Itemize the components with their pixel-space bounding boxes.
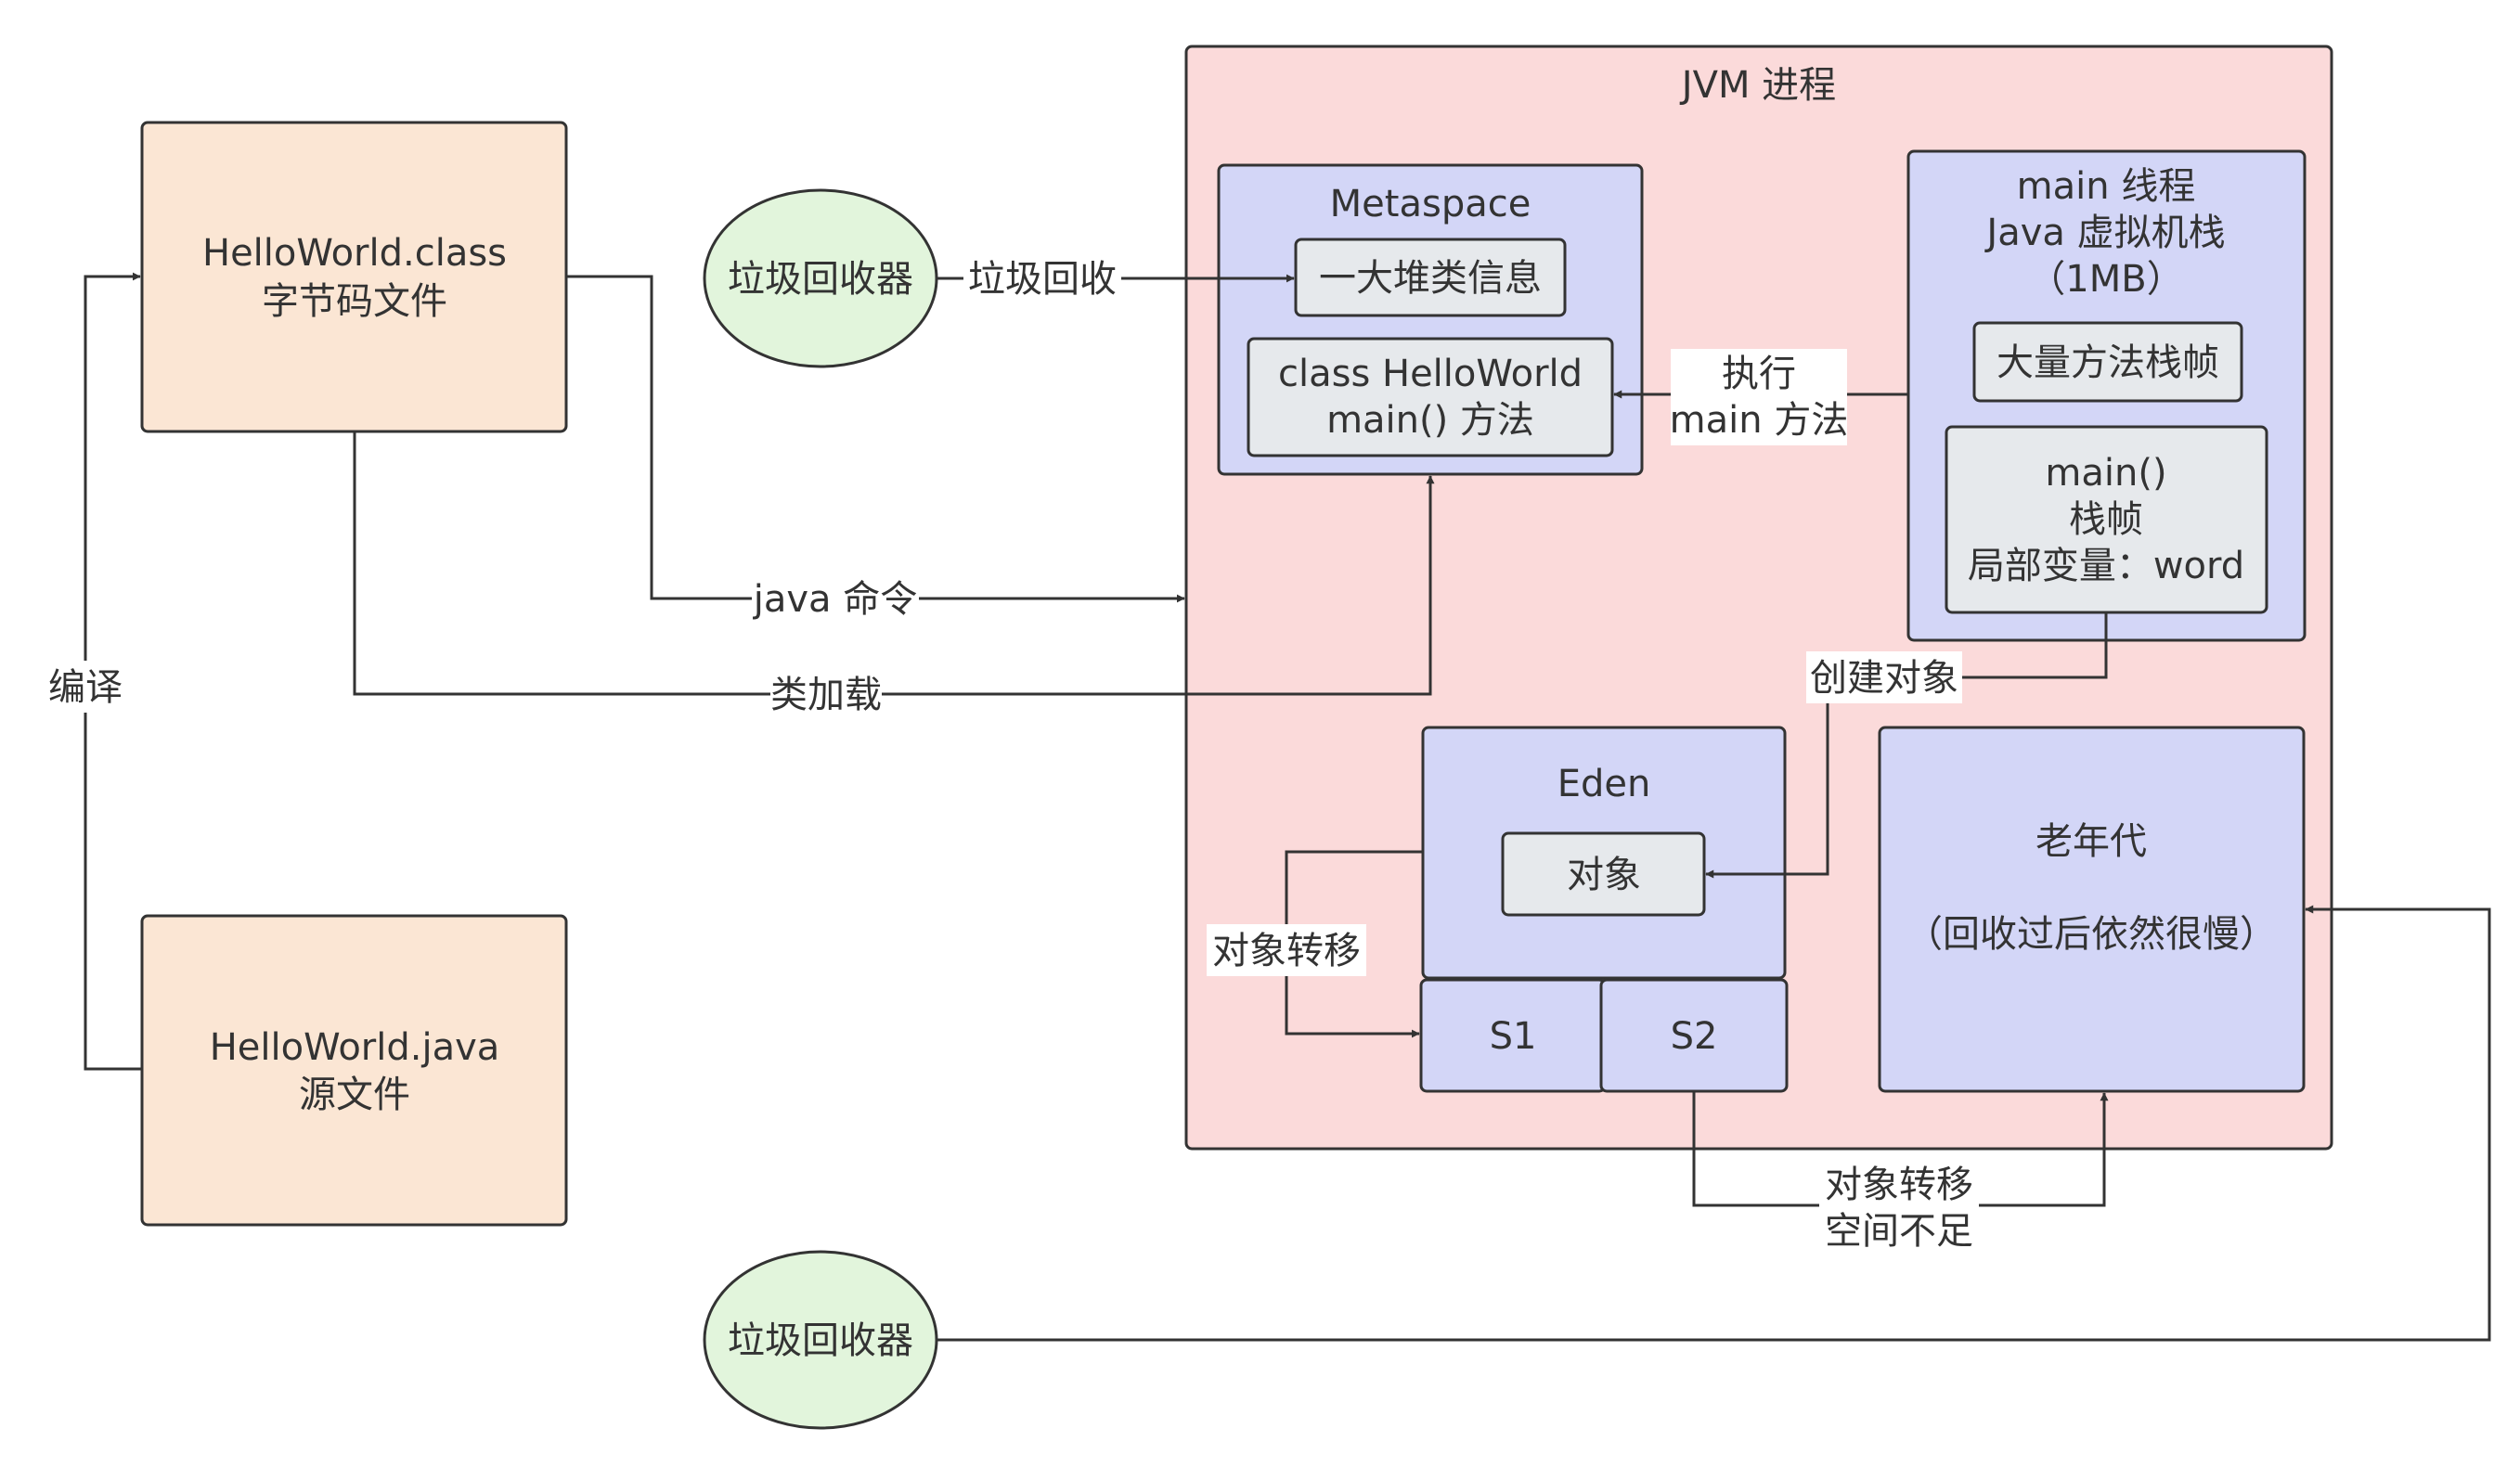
gc-top-node[interactable]: 垃圾回收器 <box>703 188 938 368</box>
s1-node[interactable]: S1 <box>1419 978 1607 1093</box>
class-file-node[interactable]: HelloWorld.class 字节码文件 <box>140 121 568 433</box>
edge-move-old-label-1: 对象转移 <box>1825 1164 1973 1206</box>
main-thread-size: （1MB） <box>2028 258 2183 301</box>
class-file-desc: 字节码文件 <box>262 280 447 323</box>
edge-class-load-label: 类加载 <box>770 674 882 716</box>
edge-class-load <box>353 431 1435 696</box>
main-frame-desc: 栈帧 <box>2069 498 2143 541</box>
edge-execute-label-2: main 方法 <box>1670 399 1849 442</box>
hello-class-name: class HelloWorld <box>1278 353 1583 395</box>
edge-object-move-label: 对象转移 <box>1212 930 1361 972</box>
gc-bottom-node[interactable]: 垃圾回收器 <box>703 1250 938 1430</box>
s2-label: S2 <box>1671 1015 1718 1058</box>
eden-title: Eden <box>1557 763 1651 805</box>
hello-class-method: main() 方法 <box>1326 399 1534 442</box>
edge-java-command-label: java 命令 <box>753 578 918 621</box>
class-info-label: 一大堆类信息 <box>1319 257 1542 300</box>
object-node[interactable]: 对象 <box>1501 831 1706 917</box>
edge-create-object-label: 创建对象 <box>1810 657 1958 700</box>
edge-execute-label-1: 执行 <box>1722 353 1796 395</box>
jvm-process-title: JVM 进程 <box>1679 64 1836 107</box>
old-gen-title: 老年代 <box>2035 820 2147 863</box>
main-frame-method: main() <box>2045 452 2166 495</box>
frames-node[interactable]: 大量方法栈帧 <box>1972 321 2243 403</box>
edge-gc-collect-label: 垃圾回收 <box>968 258 1117 301</box>
old-gen-note: （回收过后依然很慢） <box>1906 913 2277 956</box>
edge-move-old-label-2: 空间不足 <box>1825 1210 1973 1253</box>
s1-label: S1 <box>1490 1015 1537 1058</box>
edge-compile-label: 编译 <box>48 666 123 709</box>
java-file-desc: 源文件 <box>299 1074 410 1116</box>
main-thread-title: main 线程 <box>2017 165 2196 208</box>
gc-top-label: 垃圾回收器 <box>728 258 913 301</box>
class-info-node[interactable]: 一大堆类信息 <box>1294 238 1567 317</box>
gc-bottom-label: 垃圾回收器 <box>728 1319 913 1362</box>
object-label: 对象 <box>1567 854 1641 896</box>
old-gen-node[interactable]: 老年代 （回收过后依然很慢） <box>1878 726 2306 1093</box>
java-file-node[interactable]: HelloWorld.java 源文件 <box>140 914 568 1227</box>
class-file-name: HelloWorld.class <box>202 232 507 275</box>
edge-gc-old-gen <box>937 905 2491 1342</box>
main-frame-locals: 局部变量：word <box>1968 545 2244 587</box>
frames-label: 大量方法栈帧 <box>1997 341 2219 384</box>
hello-class-node[interactable]: class HelloWorld main() 方法 <box>1247 337 1614 457</box>
main-frame-node[interactable]: main() 栈帧 局部变量：word <box>1945 425 2268 614</box>
java-file-name: HelloWorld.java <box>210 1026 500 1069</box>
s2-node[interactable]: S2 <box>1599 978 1789 1093</box>
main-thread-stack: Java 虚拟机栈 <box>1984 212 2225 254</box>
metaspace-title: Metaspace <box>1330 183 1531 225</box>
